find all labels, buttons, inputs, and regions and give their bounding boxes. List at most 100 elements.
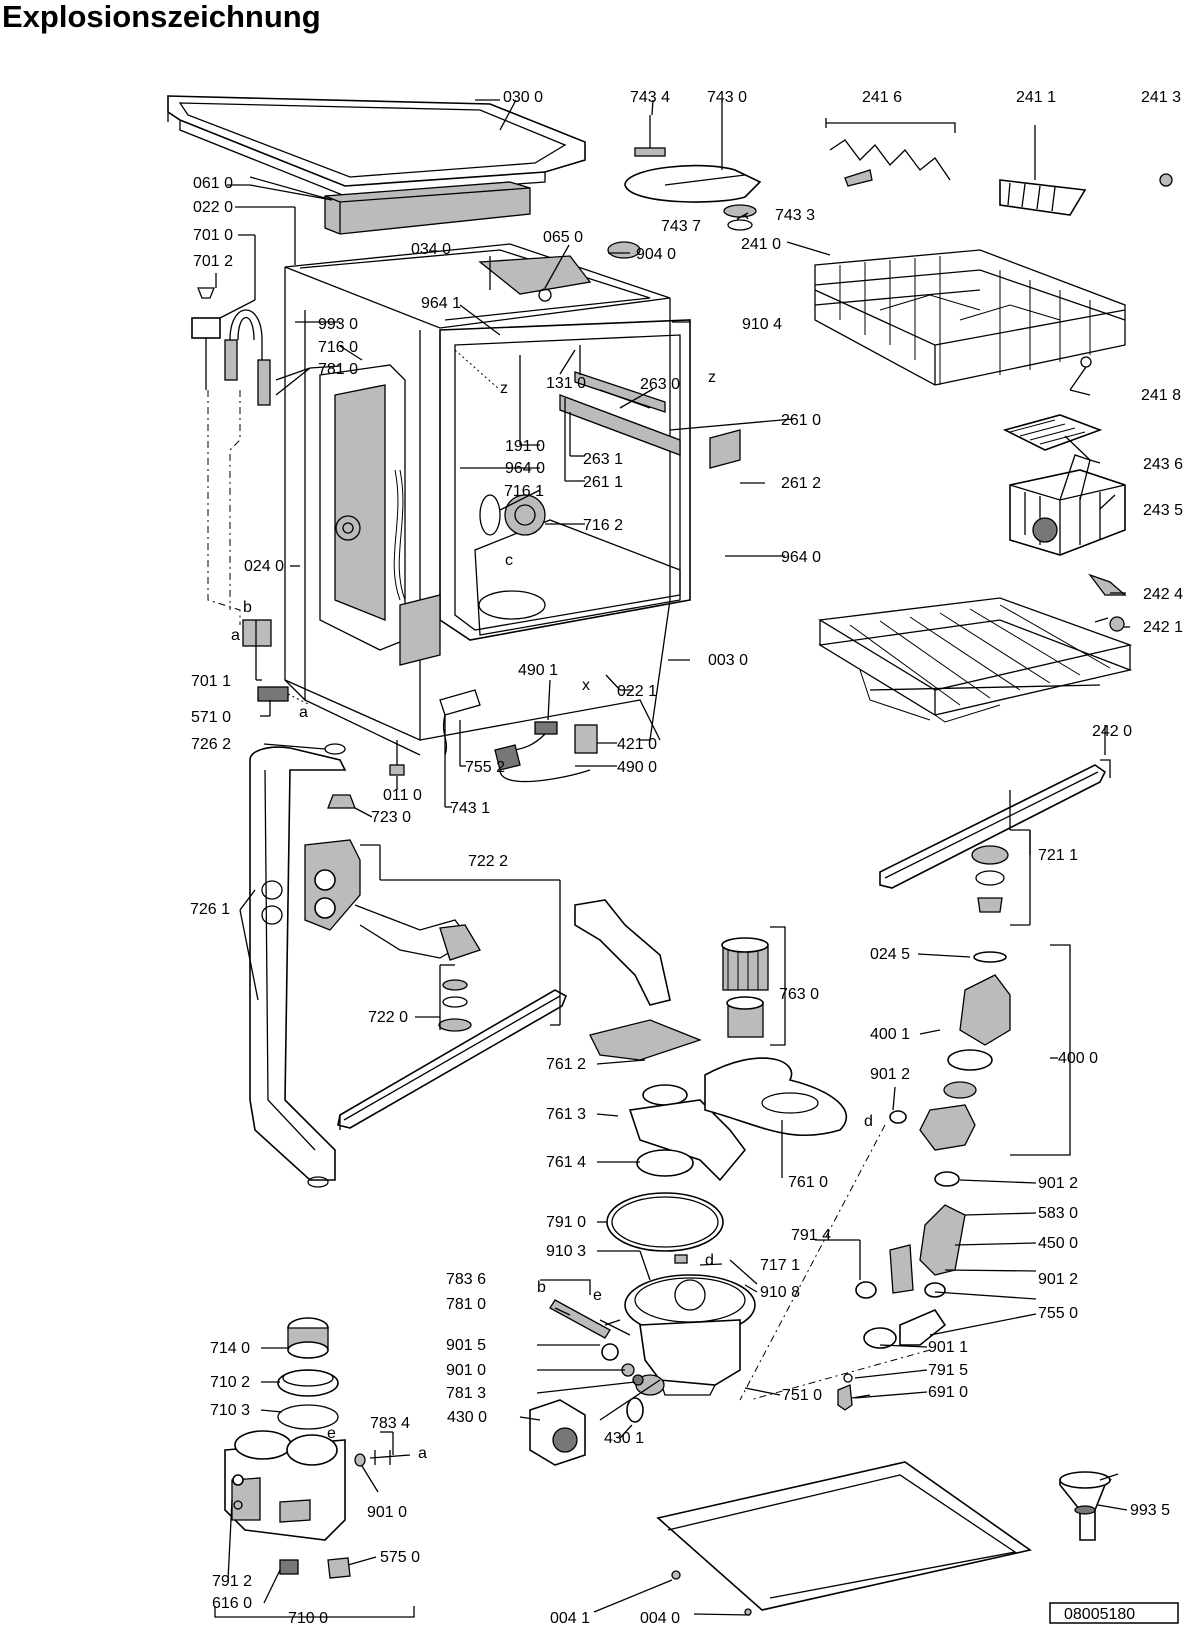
part-label: 701 2 bbox=[193, 253, 233, 270]
part-label: 901 5 bbox=[446, 1337, 486, 1354]
part-label: 421 0 bbox=[617, 736, 657, 753]
part-label: 726 2 bbox=[191, 736, 231, 753]
water-softener-part: e bbox=[214, 1317, 415, 1618]
part-label: 901 0 bbox=[446, 1362, 486, 1379]
part-label: 993 0 bbox=[318, 316, 358, 333]
part-label: 964 0 bbox=[781, 549, 821, 566]
rinse-aid-cap-part bbox=[607, 115, 762, 259]
upper-spray-arm-part bbox=[879, 759, 1111, 913]
part-label: 261 2 bbox=[781, 475, 821, 492]
part-label: 004 0 bbox=[640, 1610, 680, 1626]
base-plate-part bbox=[656, 1461, 1032, 1616]
part-label: 430 0 bbox=[447, 1409, 487, 1426]
part-label: 243 5 bbox=[1143, 502, 1183, 519]
part-label: 241 8 bbox=[1141, 387, 1181, 404]
hose-assembly-part bbox=[191, 287, 271, 406]
drain-pump-part bbox=[529, 1379, 661, 1466]
part-label: 901 0 bbox=[367, 1504, 407, 1521]
power-cord-part bbox=[494, 721, 598, 783]
part-label: 791 4 bbox=[791, 1227, 831, 1244]
part-label: 783 4 bbox=[370, 1415, 410, 1432]
svg-text:d: d bbox=[705, 1252, 714, 1269]
part-label: 030 0 bbox=[503, 89, 543, 106]
part-label: 571 0 bbox=[191, 709, 231, 726]
connector-part: a bbox=[354, 1445, 427, 1467]
part-label: 131 0 bbox=[546, 375, 586, 392]
part-label: 901 2 bbox=[870, 1066, 910, 1083]
spring-clip-part bbox=[825, 118, 956, 187]
funnel-part bbox=[1059, 1471, 1119, 1541]
spray-arm-assembly-part bbox=[304, 839, 568, 1130]
part-label: 722 2 bbox=[468, 853, 508, 870]
valve-part bbox=[242, 619, 289, 702]
circulation-pump-part bbox=[889, 944, 1071, 1156]
part-label: 755 2 bbox=[465, 759, 505, 776]
svg-text:a: a bbox=[231, 627, 240, 644]
part-label: 781 0 bbox=[318, 361, 358, 378]
part-label: 061 0 bbox=[193, 175, 233, 192]
part-label: 241 6 bbox=[862, 89, 902, 106]
part-label: 743 7 bbox=[661, 218, 701, 235]
part-label: 261 1 bbox=[583, 474, 623, 491]
part-label: 701 1 bbox=[191, 673, 231, 690]
part-label: 763 0 bbox=[779, 986, 819, 1003]
part-label: 791 5 bbox=[928, 1362, 968, 1379]
svg-text:b: b bbox=[537, 1279, 546, 1296]
cutlery-basket-part bbox=[1002, 414, 1126, 556]
part-label: 583 0 bbox=[1038, 1205, 1078, 1222]
part-label: 490 0 bbox=[617, 759, 657, 776]
part-label: 065 0 bbox=[543, 229, 583, 246]
part-label: 964 0 bbox=[505, 460, 545, 477]
part-label: 261 0 bbox=[781, 412, 821, 429]
part-label: 710 2 bbox=[210, 1374, 250, 1391]
part-label: 901 2 bbox=[1038, 1271, 1078, 1288]
part-label: 242 4 bbox=[1143, 586, 1183, 603]
part-label: 003 0 bbox=[708, 652, 748, 669]
fill-tube-part bbox=[249, 746, 347, 1188]
part-label: 191 0 bbox=[505, 438, 545, 455]
part-label: 243 6 bbox=[1143, 456, 1183, 473]
part-label: 716 0 bbox=[318, 339, 358, 356]
part-label: 024 5 bbox=[870, 946, 910, 963]
part-label: 263 0 bbox=[640, 376, 680, 393]
part-label: 490 1 bbox=[518, 662, 558, 679]
part-label: 721 1 bbox=[1038, 847, 1078, 864]
upper-basket-part bbox=[814, 249, 1126, 386]
part-label: 710 0 bbox=[288, 1610, 328, 1626]
part-label: 910 8 bbox=[760, 1284, 800, 1301]
leader-lines bbox=[215, 99, 1130, 1616]
part-label: 263 1 bbox=[583, 451, 623, 468]
svg-text:x: x bbox=[582, 677, 590, 694]
part-label: 910 4 bbox=[742, 316, 782, 333]
part-label: 761 0 bbox=[788, 1174, 828, 1191]
part-label: 722 0 bbox=[368, 1009, 408, 1026]
part-label: 011 0 bbox=[383, 787, 422, 804]
part-label: 022 0 bbox=[193, 199, 233, 216]
part-label: 964 1 bbox=[421, 295, 461, 312]
sump-assembly-part: d bbox=[624, 1252, 756, 1396]
svg-text:a: a bbox=[299, 704, 308, 721]
part-label: 430 1 bbox=[604, 1430, 644, 1447]
part-label: 901 1 bbox=[928, 1339, 968, 1356]
part-label: 716 2 bbox=[583, 517, 623, 534]
part-label: 743 4 bbox=[630, 89, 670, 106]
part-label: 242 0 bbox=[1092, 723, 1132, 740]
part-label: 710 3 bbox=[210, 1402, 250, 1419]
part-label: 400 0 bbox=[1058, 1050, 1098, 1067]
svg-text:b: b bbox=[243, 599, 252, 616]
part-label: 241 3 bbox=[1141, 89, 1181, 106]
lower-basket-part bbox=[818, 597, 1133, 723]
reference-number: 08005180 bbox=[1064, 1606, 1135, 1623]
part-label: 450 0 bbox=[1038, 1235, 1078, 1252]
part-label: 701 0 bbox=[193, 227, 233, 244]
svg-text:e: e bbox=[327, 1425, 336, 1442]
heater-part bbox=[815, 1171, 966, 1411]
part-label: 022 1 bbox=[617, 683, 657, 700]
part-label: 242 1 bbox=[1143, 619, 1183, 636]
part-labels: 030 0 743 4 743 0 241 6 241 1 241 3 061 … bbox=[190, 89, 1183, 1626]
part-label: 791 0 bbox=[546, 1214, 586, 1231]
part-label: 761 4 bbox=[546, 1154, 586, 1171]
rail-part bbox=[559, 371, 741, 469]
part-label: 616 0 bbox=[212, 1595, 252, 1612]
part-label: 034 0 bbox=[411, 241, 451, 258]
